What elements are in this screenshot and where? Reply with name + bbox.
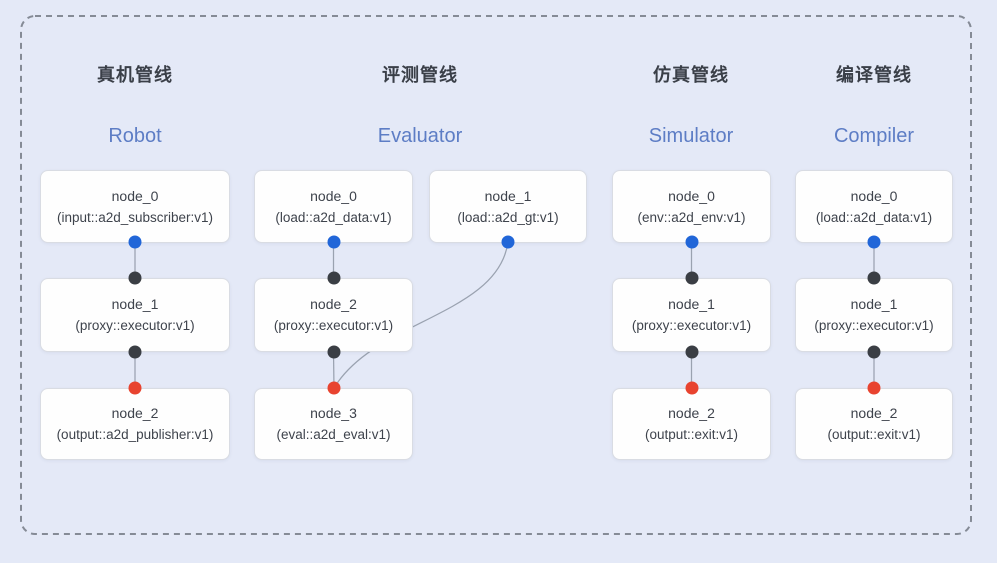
simulator-node-0: node_0 (env::a2d_env:v1) [612,170,771,243]
node-name: node_0 [111,187,159,204]
port-red-dot [128,381,142,395]
node-name: node_2 [850,405,898,421]
node-name: node_0 [850,187,898,204]
robot-node-2: node_2 (output::a2d_publisher:v1) [40,388,230,460]
node-name: node_0 [310,187,357,204]
pipeline-title-evaluator-zh: 评测管线 [382,65,458,85]
node-name: node_3 [310,405,357,421]
node-type: (eval::a2d_eval:v1) [276,427,391,442]
edge-eval-1-3-curve [333,241,509,389]
compiler-node-1: node_1 (proxy::executor:v1) [795,278,953,352]
node-type: (proxy::executor:v1) [75,318,195,333]
node-type: (output::exit:v1) [827,427,921,442]
node-type: (output::a2d_publisher:v1) [56,427,214,442]
node-type: (output::exit:v1) [644,427,739,442]
evaluator-node-2: node_2 (proxy::executor:v1) [254,278,413,352]
simulator-node-2: node_2 (output::exit:v1) [612,388,771,460]
pipeline-subtitle-robot: Robot [108,125,162,147]
node-name: node_1 [850,296,898,312]
port-blue-dot [327,235,340,249]
pipeline-subtitle-evaluator: Evaluator [377,125,463,147]
port-blue-dot [501,235,515,249]
pipeline-title-compiler-zh: 编译管线 [836,65,912,85]
port-black-dot [327,271,340,285]
port-blue-dot [685,235,698,249]
port-blue-dot [867,235,881,249]
node-type: (load::a2d_data:v1) [815,209,933,225]
node-name: node_2 [111,405,159,421]
port-blue-dot [128,235,142,249]
port-red-dot [867,381,881,395]
node-name: node_2 [310,296,357,312]
pipeline-title-simulator-zh: 仿真管线 [653,65,729,85]
port-black-dot [327,345,340,359]
evaluator-node-1: node_1 (load::a2d_gt:v1) [429,170,587,243]
node-name: node_1 [111,296,159,312]
port-red-dot [685,381,698,395]
node-type: (proxy::executor:v1) [631,318,752,333]
port-black-dot [685,271,698,285]
pipeline-title-robot-zh: 真机管线 [97,65,173,85]
simulator-node-1: node_1 (proxy::executor:v1) [612,278,771,352]
pipeline-subtitle-compiler: Compiler [833,125,915,147]
evaluator-node-3: node_3 (eval::a2d_eval:v1) [254,388,413,460]
node-type: (proxy::executor:v1) [814,318,934,333]
port-black-dot [685,345,698,359]
port-black-dot [867,271,881,285]
node-type: (load::a2d_gt:v1) [457,209,559,225]
node-type: (env::a2d_env:v1) [637,209,746,225]
port-black-dot [128,345,142,359]
pipeline-subtitle-simulator: Simulator [648,125,734,147]
port-black-dot [867,345,881,359]
compiler-node-2: node_2 (output::exit:v1) [795,388,953,460]
port-black-dot [128,271,142,285]
evaluator-node-0: node_0 (load::a2d_data:v1) [254,170,413,243]
node-type: (input::a2d_subscriber:v1) [56,209,214,225]
node-name: node_1 [668,296,715,312]
node-name: node_1 [484,187,532,204]
robot-node-0: node_0 (input::a2d_subscriber:v1) [40,170,230,243]
dashed-border [20,15,972,535]
node-type: (load::a2d_data:v1) [275,209,392,225]
port-red-dot [327,381,341,395]
robot-node-1: node_1 (proxy::executor:v1) [40,278,230,352]
node-type: (proxy::executor:v1) [273,318,394,333]
compiler-node-0: node_0 (load::a2d_data:v1) [795,170,953,243]
node-name: node_2 [668,405,715,421]
node-name: node_0 [668,187,715,204]
